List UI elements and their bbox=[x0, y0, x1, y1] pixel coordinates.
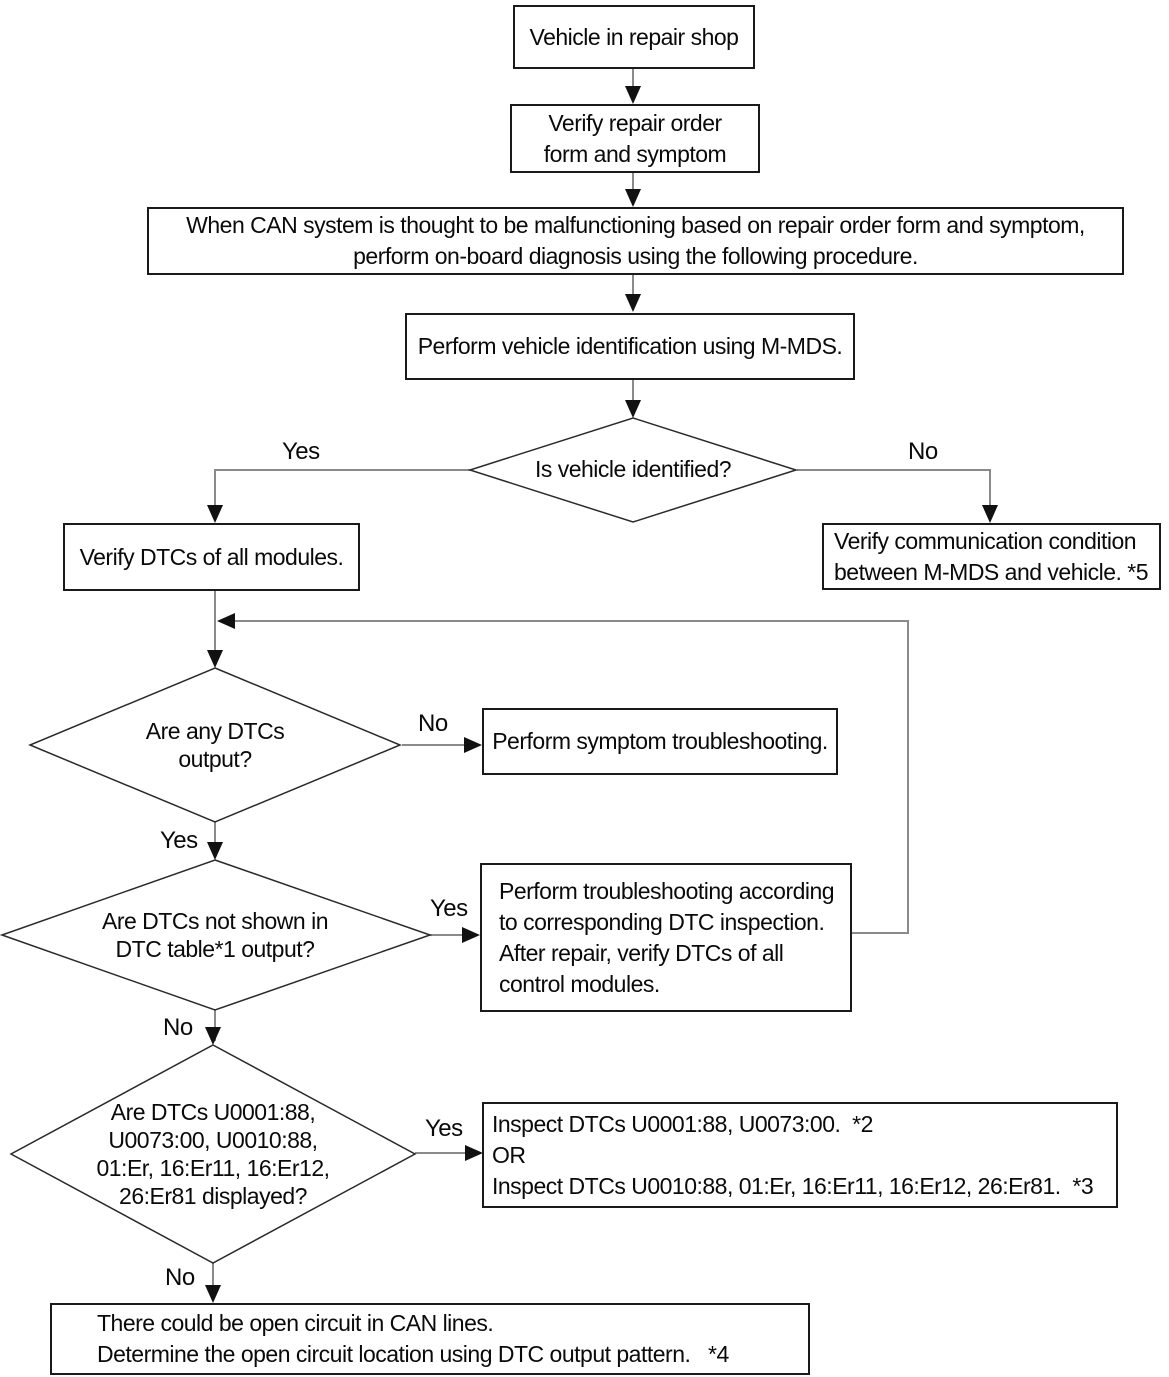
process-text-dtc-troubleshooting: Perform troubleshooting according to cor… bbox=[499, 877, 835, 997]
process-text-symptom-troubleshooting: Perform symptom troubleshooting. bbox=[492, 728, 828, 754]
process-box-verify-repair-order: Verify repair order form and symptom bbox=[510, 104, 760, 173]
process-text-verify-dtcs: Verify DTCs of all modules. bbox=[79, 543, 344, 570]
process-text-when-can-malfunctioning: When CAN system is thought to be malfunc… bbox=[186, 212, 1085, 269]
process-box-open-circuit: There could be open circuit in CAN lines… bbox=[50, 1303, 810, 1375]
arrowhead-into-order bbox=[625, 86, 641, 104]
arrowhead-into-decision3 bbox=[207, 842, 223, 860]
arrowhead-into-symptom bbox=[464, 737, 482, 753]
arrowhead-into-verifycomm bbox=[982, 505, 998, 523]
process-box-symptom-troubleshooting: Perform symptom troubleshooting. bbox=[482, 708, 838, 775]
inspect-dtcs-line1: Inspect DTCs U0001:88, U0073:00. *2 bbox=[492, 1110, 873, 1137]
branch-label-identified-yes: Yes bbox=[282, 438, 320, 465]
process-box-vehicle-in-repair-shop: Vehicle in repair shop bbox=[513, 5, 755, 69]
decision-diamond-any-dtcs bbox=[28, 667, 402, 823]
decision-text-any-dtcs-output: Are any DTCs output? bbox=[145, 718, 285, 772]
arrowhead-into-troubleshoot bbox=[462, 927, 480, 943]
branch-label-not-in-table-yes: Yes bbox=[430, 895, 468, 922]
process-box-vehicle-identification: Perform vehicle identification using M-M… bbox=[405, 313, 855, 380]
decision-text-is-vehicle-identified: Is vehicle identified? bbox=[534, 456, 732, 482]
process-text-verify-repair-order: Verify repair order form and symptom bbox=[543, 109, 727, 167]
branch-label-dtc-list-no: No bbox=[165, 1264, 195, 1291]
arrowhead-into-decision2 bbox=[207, 650, 223, 668]
branch-label-not-in-table-no: No bbox=[163, 1014, 193, 1041]
branch-label-any-dtcs-yes: Yes bbox=[160, 827, 198, 854]
process-box-dtc-troubleshooting: Perform troubleshooting according to cor… bbox=[480, 863, 852, 1012]
process-text-vehicle-identification: Perform vehicle identification using M-M… bbox=[417, 333, 843, 359]
decision-diamond-not-in-table bbox=[0, 859, 433, 1011]
inspect-dtcs-line2: Inspect DTCs U0010:88, 01:Er, 16:Er11, 1… bbox=[492, 1172, 1094, 1199]
branch-label-dtc-list-yes: Yes bbox=[425, 1115, 463, 1142]
process-box-verify-dtcs: Verify DTCs of all modules. bbox=[63, 523, 360, 591]
decision-diamond-dtc-list bbox=[9, 1044, 417, 1264]
process-text-open-circuit: There could be open circuit in CAN lines… bbox=[97, 1310, 729, 1367]
branch-label-identified-no: No bbox=[908, 438, 938, 465]
arrowhead-feedback bbox=[217, 613, 235, 629]
arrowhead-into-vehicleid bbox=[625, 294, 641, 312]
process-box-inspect-dtcs: Inspect DTCs U0001:88, U0073:00. *2 OR I… bbox=[482, 1102, 1118, 1208]
connector-decision1-yes bbox=[214, 469, 470, 519]
connector-decision1-no bbox=[797, 469, 991, 519]
arrowhead-into-when bbox=[625, 189, 641, 207]
connector-feedback-loop bbox=[228, 620, 909, 934]
process-text-verify-communication: Verify communication condition between M… bbox=[834, 527, 1149, 585]
inspect-dtcs-or: OR bbox=[492, 1141, 526, 1168]
process-box-when-can-malfunctioning: When CAN system is thought to be malfunc… bbox=[147, 207, 1124, 275]
arrowhead-into-inspect bbox=[465, 1145, 483, 1161]
process-box-verify-communication: Verify communication condition between M… bbox=[822, 523, 1161, 590]
decision-text-dtc-list-displayed: Are DTCs U0001:88, U0073:00, U0010:88, 0… bbox=[96, 1099, 330, 1209]
decision-diamond-is-identified bbox=[467, 417, 799, 523]
branch-label-any-dtcs-no: No bbox=[418, 710, 448, 737]
process-text-vehicle-in-repair-shop: Vehicle in repair shop bbox=[529, 23, 739, 50]
arrowhead-into-decision4 bbox=[205, 1027, 221, 1045]
arrowhead-into-verifydtcs bbox=[207, 505, 223, 523]
decision-text-dtcs-not-in-table: Are DTCs not shown in DTC table*1 output… bbox=[102, 908, 328, 962]
arrowhead-into-opencircuit bbox=[205, 1285, 221, 1303]
arrowhead-into-decision1 bbox=[625, 400, 641, 418]
